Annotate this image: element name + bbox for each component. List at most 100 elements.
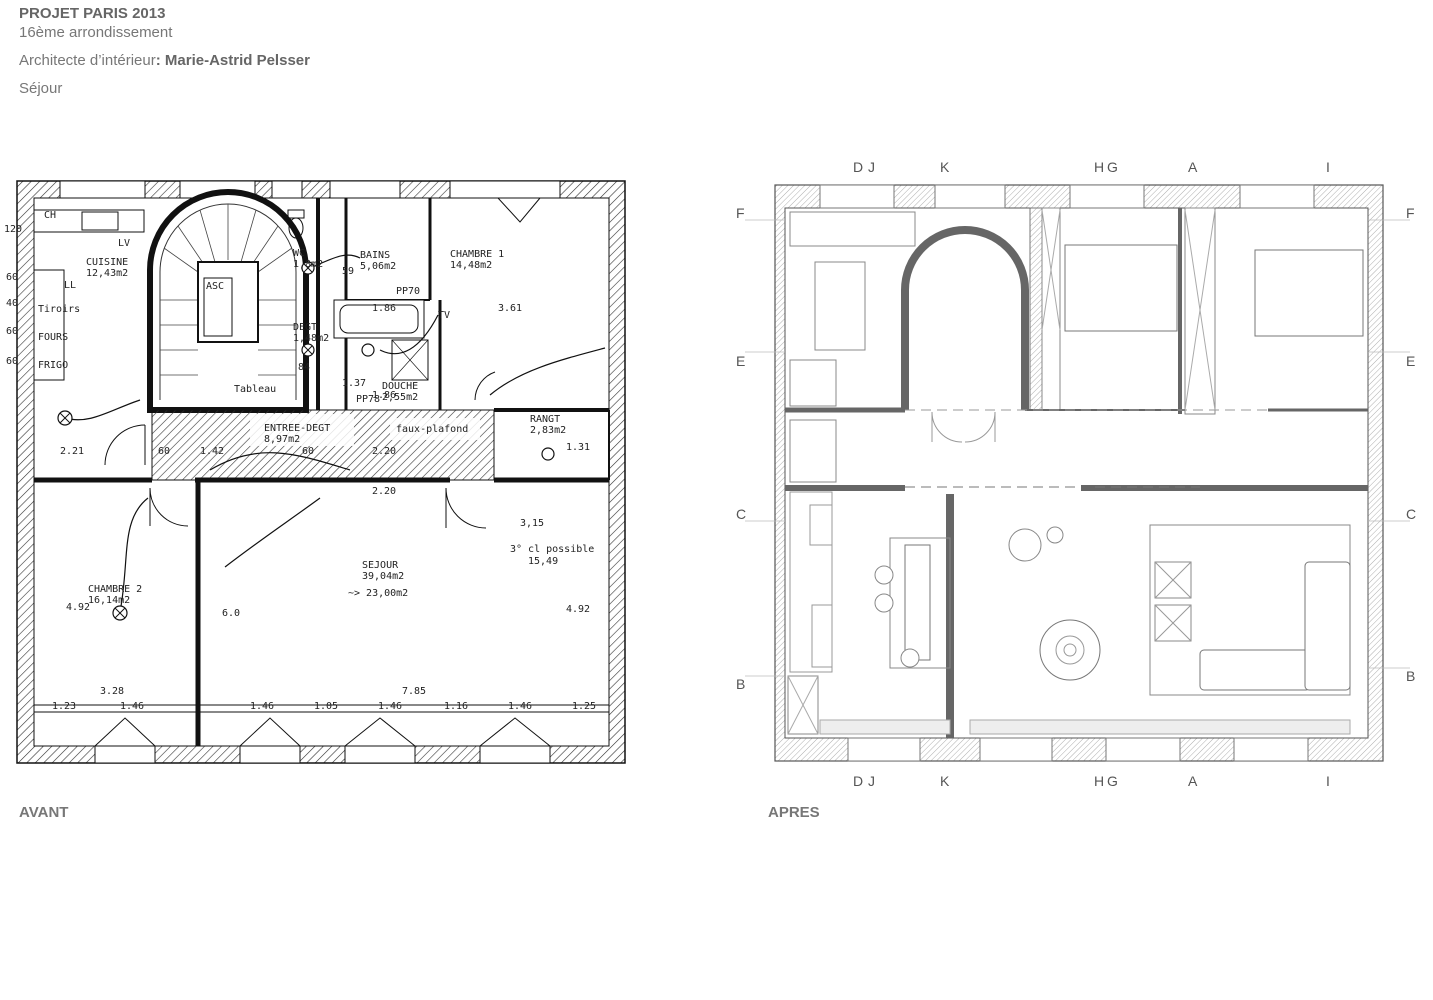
room-label: SEJOUR — [362, 560, 399, 571]
room-label: CHAMBRE 1 — [450, 249, 504, 260]
dim: 4.92 — [66, 602, 90, 613]
grid-marker-right: F — [1406, 205, 1415, 221]
dim: 60 — [6, 326, 18, 337]
dim: 120 — [4, 224, 22, 235]
grid-marker-left: C — [736, 506, 746, 522]
room-area: 39,04m2 — [362, 571, 404, 582]
dim: 3.61 — [498, 303, 522, 314]
label-tableau: Tableau — [234, 384, 276, 395]
room-subtitle: Séjour — [19, 80, 63, 97]
project-district: 16ème arrondissement — [19, 24, 173, 41]
architect-line: Architecte d’intérieur: Marie-Astrid Pel… — [19, 52, 310, 70]
label-tiroirs: Tiroirs — [38, 304, 80, 315]
room-label: DEGT — [293, 322, 317, 333]
room-area: 2,83m2 — [530, 425, 566, 436]
room-area: 12,43m2 — [86, 268, 128, 279]
dim: 4.92 — [566, 604, 590, 615]
room-label: DOUCHE — [382, 381, 418, 392]
dim: 1.25 — [572, 701, 596, 712]
label-fours: FOURS — [38, 332, 68, 343]
sejour-note-area: 15,49 — [528, 556, 558, 567]
dim: 2.20 — [372, 486, 396, 497]
dim: 60 — [6, 356, 18, 367]
room-area: 1,8m2 — [293, 259, 323, 270]
room-label: RANGT — [530, 414, 560, 425]
grid-marker-right: E — [1406, 353, 1415, 369]
room-area: 16,14m2 — [88, 595, 130, 606]
room-area: 14,48m2 — [450, 260, 492, 271]
dim: 60 — [302, 446, 314, 457]
grid-marker-top: K — [940, 159, 950, 175]
dim: 1.46 — [120, 701, 144, 712]
room-label: BAINS — [360, 250, 390, 261]
dim: 1.31 — [566, 442, 590, 453]
grid-marker-bottom: D — [853, 773, 863, 789]
caption-avant: AVANT — [19, 804, 69, 821]
dim: 6.0 — [222, 608, 240, 619]
grid-marker-left: E — [736, 353, 745, 369]
grid-marker-bottom: I — [1326, 773, 1330, 789]
dim: 1.46 — [378, 701, 402, 712]
grid-marker-bottom: H — [1094, 773, 1104, 789]
label-tv: TV — [438, 310, 450, 321]
dim: 1.05 — [314, 701, 338, 712]
dim: 84 — [298, 362, 310, 373]
dim: 1.86 — [372, 390, 396, 401]
dim: 1.37 — [342, 378, 366, 389]
grid-marker-bottom: G — [1107, 773, 1118, 789]
grid-marker-bottom: K — [940, 773, 950, 789]
label-frigo: FRIGO — [38, 360, 68, 371]
grid-marker-bottom: J — [868, 773, 875, 789]
grid-marker-bottom: A — [1188, 773, 1198, 789]
dim: 40 — [6, 298, 18, 309]
apres-plan: D J K H G A I D J K H G A I F E C B F E … — [736, 159, 1416, 789]
grid-marker-left: F — [736, 205, 745, 221]
dim: 60 — [158, 446, 170, 457]
room-area: 8,97m2 — [264, 434, 300, 445]
label-pp78: PP78 — [356, 394, 380, 405]
dim: 1.42 — [200, 446, 224, 457]
dim: 1.16 — [444, 701, 468, 712]
caption-apres: APRES — [768, 804, 820, 821]
sejour-note-height: 3,15 — [520, 518, 544, 529]
grid-marker-top: D — [853, 159, 863, 175]
dim: 60 — [6, 272, 18, 283]
dim: 1.86 — [372, 303, 396, 314]
room-area: 1,48m2 — [293, 333, 329, 344]
architect-prefix: Architecte d’intérieur — [19, 52, 156, 69]
grid-marker-top: A — [1188, 159, 1198, 175]
sejour-note-target: ~> 23,00m2 — [348, 588, 408, 599]
room-label: ENTREE-DEGT — [264, 423, 330, 434]
avant-room-labels: CUISINE 12,43m2 WC 1,8m2 BAINS 5,06m2 CH… — [86, 248, 566, 606]
room-area: 5,06m2 — [360, 261, 396, 272]
dim: 7.85 — [402, 686, 426, 697]
grid-marker-top: J — [868, 159, 875, 175]
label-ch: CH — [44, 210, 56, 221]
room-label: CHAMBRE 2 — [88, 584, 142, 595]
label-lv: LV — [118, 238, 130, 249]
sejour-note-possible: 3° cl possible — [510, 544, 594, 555]
dim: 1.46 — [250, 701, 274, 712]
architect-name: : Marie-Astrid Pelsser — [155, 52, 310, 69]
avant-plan: CUISINE 12,43m2 WC 1,8m2 BAINS 5,06m2 CH… — [4, 180, 626, 764]
grid-marker-left: B — [736, 676, 745, 692]
label-asc: ASC — [206, 281, 224, 292]
grid-marker-top: G — [1107, 159, 1118, 175]
grid-marker-top: H — [1094, 159, 1104, 175]
grid-marker-right: C — [1406, 506, 1416, 522]
label-faux-plafond: faux-plafond — [396, 424, 468, 435]
grid-marker-top: I — [1326, 159, 1330, 175]
dim: 1.46 — [508, 701, 532, 712]
room-area: 2,55m2 — [382, 392, 418, 403]
dim: 1.23 — [52, 701, 76, 712]
room-label: CUISINE — [86, 257, 128, 268]
dim: 2.20 — [372, 446, 396, 457]
dim: 2.21 — [60, 446, 84, 457]
dim: 59 — [342, 266, 354, 277]
label-ll: LL — [64, 280, 76, 291]
grid-marker-right: B — [1406, 668, 1415, 684]
dim: 3.28 — [100, 686, 124, 697]
label-pp70: PP70 — [396, 286, 420, 297]
project-title: PROJET PARIS 2013 — [19, 5, 166, 22]
